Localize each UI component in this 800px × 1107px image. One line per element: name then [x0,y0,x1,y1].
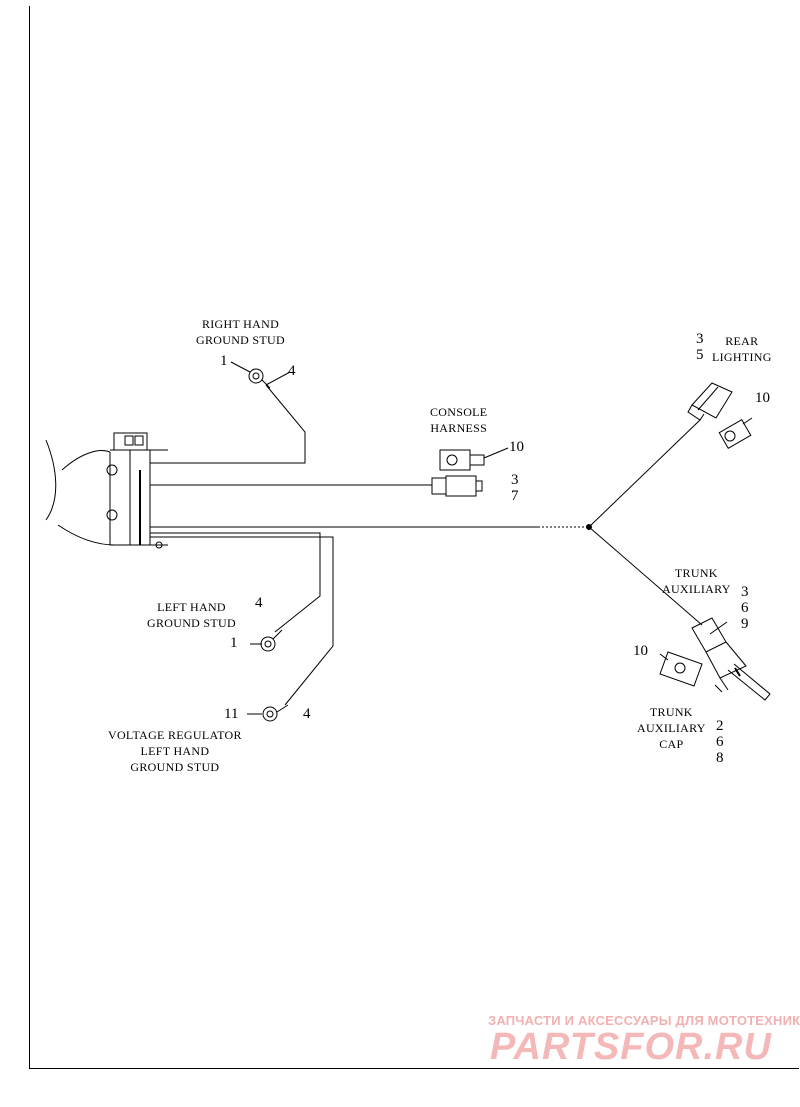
callout-rear-5: 5 [696,347,704,363]
rear-lighting-connector [687,382,733,421]
callout-rh-4: 4 [288,363,296,379]
label-trunk-auxiliary-cap: TRUNK AUXILIARY CAP [637,705,706,751]
label-trunk-auxiliary: TRUNK AUXILIARY [662,566,731,596]
lh-ground-ring-terminal [260,629,283,652]
label-voltage-regulator-ground-stud: VOLTAGE REGULATOR LEFT HAND GROUND STUD [108,728,242,774]
trunk-auxiliary-connector [691,617,771,701]
watermark-tagline: ЗАПЧАСТИ И АКСЕССУАРЫ ДЛЯ МОТОТЕХНИКИ [488,1013,800,1028]
callout-trunk-9: 9 [741,616,749,632]
label-right-hand-ground-stud: RIGHT HAND GROUND STUD [196,317,285,347]
harness-trunk [150,384,703,706]
callout-lh-1: 1 [230,635,238,651]
callout-trunk-6: 6 [741,600,749,616]
rear-lighting-cap [718,417,753,449]
frame-tube [45,432,168,549]
watermark-logo: PARTSFOR.RU [490,1026,772,1068]
callout-vr-4: 4 [303,706,311,722]
callout-console-10: 10 [509,439,524,455]
callout-console-3: 3 [511,472,519,488]
callout-vr-11: 11 [224,706,239,722]
callout-leaders [230,361,728,715]
callout-rear-10: 10 [755,390,770,406]
label-left-hand-ground-stud: LEFT HAND GROUND STUD [147,600,236,630]
trunk-auxiliary-cap [659,651,703,687]
callout-trunk-3: 3 [741,584,749,600]
diagram-frame [29,6,799,1069]
console-connector [431,475,483,497]
callout-lh-4: 4 [255,595,263,611]
callout-trunk-cap-2: 2 [716,718,724,734]
callout-trunk-cap-10: 10 [633,643,648,659]
callout-console-7: 7 [511,488,519,504]
callout-rh-1: 1 [220,353,228,369]
rh-ground-ring-terminal [248,368,271,389]
console-cap [439,449,485,471]
label-rear-lighting: REAR LIGHTING [712,334,772,364]
callout-trunk-cap-6: 6 [716,734,724,750]
callout-rear-3: 3 [696,331,704,347]
label-console-harness: CONSOLE HARNESS [430,405,488,435]
callout-trunk-cap-8: 8 [716,750,724,766]
vr-ground-ring-terminal [262,704,289,722]
